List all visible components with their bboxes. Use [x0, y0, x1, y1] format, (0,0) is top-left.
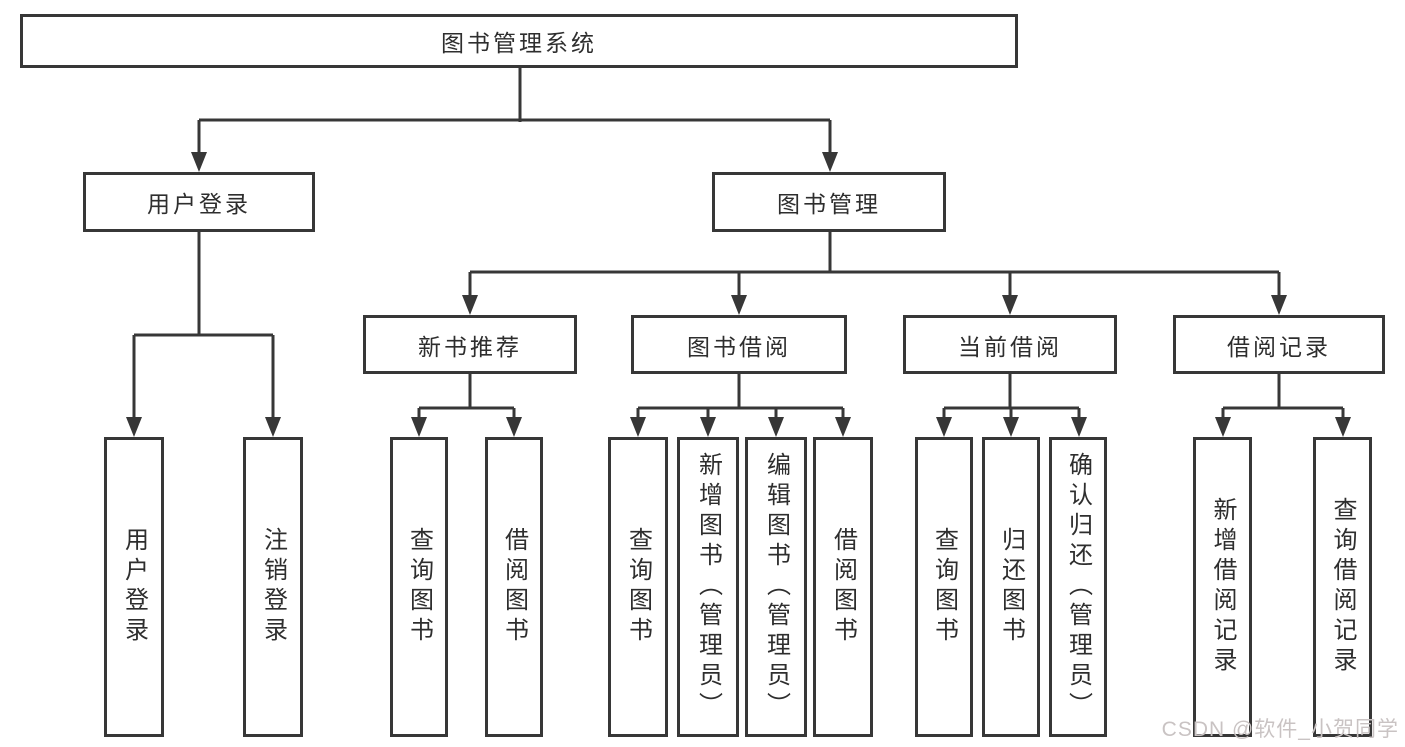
leaf-confirm-return-admin: 确认归还（管理员）: [1049, 437, 1107, 737]
leaf-add-borrow-record: 新增借阅记录: [1193, 437, 1252, 737]
leaf-edit-book-admin: 编辑图书（管理员）: [745, 437, 807, 737]
leaf-query-book-borrow: 查询图书: [608, 437, 668, 737]
node-new-book-recommend: 新书推荐: [363, 315, 577, 374]
watermark: CSDN @软件_小贺同学: [1161, 718, 1399, 741]
node-system-root: 图书管理系统: [20, 14, 1018, 68]
node-borrow-record: 借阅记录: [1173, 315, 1385, 374]
node-current-borrow: 当前借阅: [903, 315, 1117, 374]
leaf-user-login: 用户登录: [104, 437, 164, 737]
arrowheads: [126, 152, 1351, 437]
leaf-borrow-book: 借阅图书: [813, 437, 873, 737]
leaf-add-book-admin: 新增图书（管理员）: [677, 437, 739, 737]
leaf-query-book-recommend: 查询图书: [390, 437, 448, 737]
node-book-borrow: 图书借阅: [631, 315, 847, 374]
leaf-borrow-book-recommend: 借阅图书: [485, 437, 543, 737]
leaf-query-book-current: 查询图书: [915, 437, 973, 737]
node-book-management: 图书管理: [712, 172, 946, 232]
leaf-query-borrow-record: 查询借阅记录: [1313, 437, 1372, 737]
leaf-return-book: 归还图书: [982, 437, 1040, 737]
leaf-logout: 注销登录: [243, 437, 303, 737]
node-user-login: 用户登录: [83, 172, 315, 232]
